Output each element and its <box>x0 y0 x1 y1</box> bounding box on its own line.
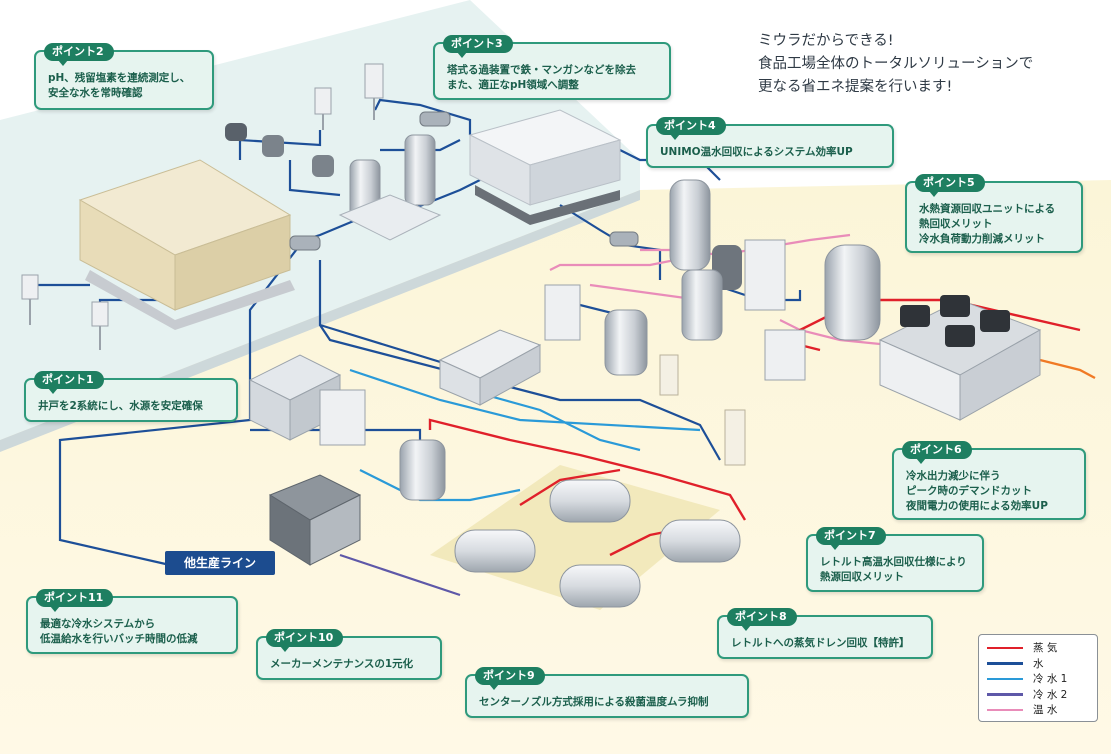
callout-text: ピーク時のデマンドカット <box>906 485 1032 497</box>
legend-item-hot-water: 温 水 <box>987 702 1089 718</box>
callout-text: 熱源回収メリット <box>820 571 904 583</box>
callout-text: 塔式る過装置で鉄・マンガンなどを除去 <box>447 64 636 76</box>
callout-text: メーカーメンテナンスの1元化 <box>270 658 414 670</box>
callout-point-11: ポイント11 最適な冷水システムから 低温給水を行いバッチ時間の低減 <box>26 589 238 654</box>
chilled-water-1-pipes <box>349 368 701 502</box>
callout-badge: ポイント8 <box>727 608 797 631</box>
chiller-units <box>248 329 542 446</box>
headline-line-2: 食品工場全体のトータルソリューションで <box>758 56 1034 72</box>
callout-point-6: ポイント6 冷水出力減少に伴う ピーク時のデマンドカット 夜間電力の使用による効… <box>892 441 1086 520</box>
callout-badge: ポイント3 <box>443 35 513 58</box>
filtration-towers <box>225 123 442 241</box>
callout-text: 熱回収メリット <box>919 218 993 230</box>
legend-swatch <box>987 677 1023 680</box>
legend-label: 温 水 <box>1033 704 1058 717</box>
chilled-water-2-pipes <box>339 553 461 597</box>
control-panel-posts <box>29 98 375 350</box>
legend-item-water: 水 <box>987 656 1089 672</box>
headline: ミウラだからできる! 食品工場全体のトータルソリューションで 更なる省エネ提案を… <box>758 30 1033 99</box>
callout-text: 安全な水を常時確認 <box>48 87 143 99</box>
legend-item-chilled-water-1: 冷 水 1 <box>987 671 1089 687</box>
callout-point-10: ポイント10 メーカーメンテナンスの1元化 <box>256 629 442 680</box>
boiler-bank <box>878 295 1042 421</box>
headline-line-3: 更なる省エネ提案を行います! <box>758 79 953 95</box>
callout-point-3: ポイント3 塔式る過装置で鉄・マンガンなどを除去 また、適正なpH領域へ調整 <box>433 35 671 100</box>
callout-text: 水熱資源回収ユニットによる <box>919 203 1056 215</box>
callout-badge: ポイント11 <box>36 589 114 612</box>
filtered-water-tank <box>468 109 622 225</box>
water-treatment-deck <box>0 0 640 440</box>
callout-badge: ポイント4 <box>656 117 726 140</box>
callout-badge: ポイント6 <box>902 441 972 464</box>
legend-label: 冷 水 1 <box>1033 673 1068 686</box>
callout-badge: ポイント1 <box>34 371 104 394</box>
legend-swatch <box>987 662 1023 665</box>
headline-line-1: ミウラだからできる! <box>758 33 894 49</box>
callout-text: レトルト高温水回収仕様により <box>820 556 967 568</box>
hot-water-tanks <box>399 309 746 501</box>
cooling-tower <box>268 474 362 566</box>
legend-swatch <box>987 708 1023 711</box>
callout-text: UNIMO温水回収によるシステム効率UP <box>660 146 853 158</box>
callout-text: また、適正なpH領域へ調整 <box>447 79 579 91</box>
callout-text: 井戸を2系統にし、水源を安定確保 <box>38 400 203 412</box>
callout-text: pH、残留塩素を連続測定し、 <box>48 72 191 84</box>
callout-badge: ポイント9 <box>475 667 545 690</box>
pipe-legend: 蒸 気 水 冷 水 1 冷 水 2 温 水 <box>978 634 1098 722</box>
retort-floor-pad <box>430 465 720 610</box>
other-production-line-label: 他生産ライン <box>165 551 275 575</box>
callout-text: レトルトへの蒸気ドレン回収【特許】 <box>731 637 910 649</box>
legend-label: 蒸 気 <box>1033 642 1058 655</box>
heat-recovery-unit <box>824 244 881 341</box>
callout-badge: ポイント10 <box>266 629 344 652</box>
callout-point-2: ポイント2 pH、残留塩素を連続測定し、 安全な水を常時確認 <box>34 43 214 110</box>
callout-text: センターノズル方式採用による殺菌温度ムラ抑制 <box>479 696 709 708</box>
callout-point-9: ポイント9 センターノズル方式採用による殺菌温度ムラ抑制 <box>465 667 749 718</box>
callout-text: 冷水出力減少に伴う <box>906 470 1001 482</box>
legend-label: 冷 水 2 <box>1033 688 1068 701</box>
callout-text: 冷水負荷動力削減メリット <box>919 233 1045 245</box>
callout-point-8: ポイント8 レトルトへの蒸気ドレン回収【特許】 <box>717 608 933 659</box>
callout-badge: ポイント2 <box>44 43 114 66</box>
callout-text: 夜間電力の使用による効率UP <box>906 500 1048 512</box>
water-storage-tank <box>78 159 295 330</box>
exhaust-pipe <box>1039 358 1096 380</box>
callout-point-5: ポイント5 水熱資源回収ユニットによる 熱回収メリット 冷水負荷動力削減メリット <box>905 174 1083 253</box>
unimo-unit <box>669 179 742 341</box>
legend-label: 水 <box>1033 657 1044 670</box>
callout-point-7: ポイント7 レトルト高温水回収仕様により 熱源回収メリット <box>806 527 984 592</box>
callout-badge: ポイント7 <box>816 527 886 550</box>
callout-badge: ポイント5 <box>915 174 985 197</box>
callout-text: 低温給水を行いバッチ時間の低減 <box>40 633 198 645</box>
retort-sterilizers <box>454 479 741 608</box>
legend-item-steam: 蒸 気 <box>987 640 1089 656</box>
callout-text: 最適な冷水システムから <box>40 618 156 630</box>
control-panels <box>21 63 806 381</box>
legend-item-chilled-water-2: 冷 水 2 <box>987 687 1089 703</box>
legend-swatch <box>987 693 1023 696</box>
legend-swatch <box>987 646 1023 649</box>
pumps <box>289 111 639 251</box>
callout-point-4: ポイント4 UNIMO温水回収によるシステム効率UP <box>646 117 894 168</box>
callout-point-1: ポイント1 井戸を2系統にし、水源を安定確保 <box>24 371 238 422</box>
